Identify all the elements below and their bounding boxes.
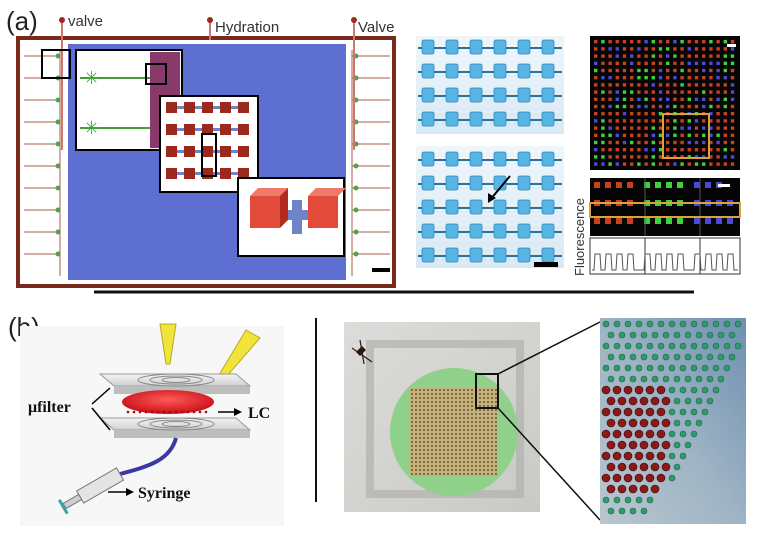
micrograph-bottom bbox=[416, 146, 564, 268]
label-valve-left: valve bbox=[68, 13, 103, 30]
panel-a-label: (a) bbox=[6, 6, 38, 36]
valve-right-marker bbox=[351, 17, 357, 23]
droplet-grid bbox=[410, 388, 498, 476]
chip-schematic: valve Hydration Valve ✳ ✳ bbox=[16, 13, 396, 288]
zoomed-droplet-photo bbox=[600, 318, 746, 524]
label-valve-right: Valve bbox=[358, 19, 394, 36]
fluorescence-zoom bbox=[589, 178, 741, 236]
micrograph-top bbox=[416, 36, 564, 134]
label-lc: LC bbox=[248, 405, 270, 422]
svg-text:✳: ✳ bbox=[84, 118, 99, 138]
pipette-tip-left bbox=[159, 323, 177, 365]
fluorescence-profile bbox=[589, 237, 741, 275]
lc-droplet bbox=[122, 390, 214, 414]
right-channel-lines bbox=[351, 50, 390, 276]
zoom-line-top bbox=[497, 321, 601, 375]
inset-chamber-grid bbox=[159, 95, 259, 193]
label-mu-filter: μfilter bbox=[28, 399, 71, 416]
syringe bbox=[57, 467, 125, 515]
lc-device-illustration: μfilter LC Syringe bbox=[20, 323, 284, 526]
scale-bar-a1 bbox=[372, 268, 390, 272]
label-hydration: Hydration bbox=[215, 19, 279, 36]
valve-left-marker bbox=[59, 17, 65, 23]
scale-bar-a2 bbox=[534, 262, 558, 267]
fluorescence-axis-label: Fluorescence bbox=[572, 198, 587, 276]
syringe-tube bbox=[119, 437, 178, 476]
inset-3d-chamber bbox=[237, 177, 346, 257]
zoom-line-bottom bbox=[497, 407, 601, 521]
hydration-marker bbox=[207, 17, 213, 23]
zoom-box-1 bbox=[41, 49, 71, 79]
array-photo bbox=[344, 322, 540, 512]
fluorescence-array bbox=[590, 36, 740, 170]
label-syringe: Syringe bbox=[138, 485, 190, 502]
zoom-box-b bbox=[475, 373, 499, 409]
fluorescence-highlight-box bbox=[662, 113, 710, 159]
svg-text:✳: ✳ bbox=[84, 68, 99, 88]
insect bbox=[356, 346, 366, 356]
